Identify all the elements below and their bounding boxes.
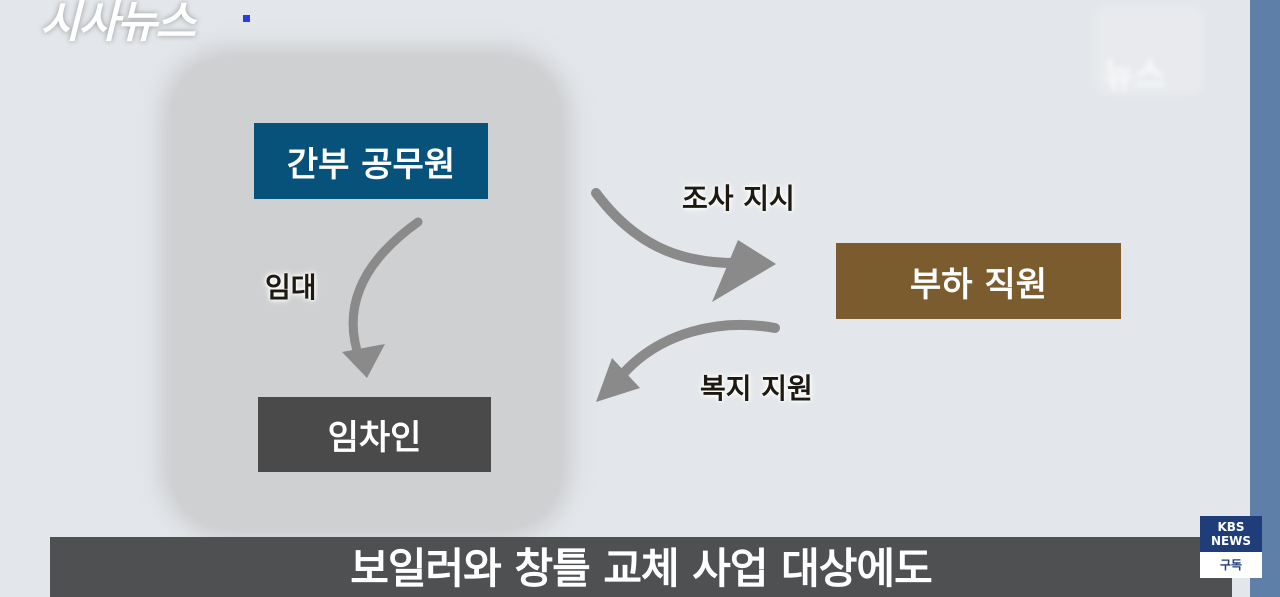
arrow-investigate-head [712, 240, 776, 302]
edge-label-lease: 임대 [265, 271, 317, 304]
arrow-lease-head [342, 344, 385, 378]
arrow-welfare-head [596, 358, 640, 402]
node-official: 간부 공무원 [254, 123, 488, 199]
edge-label-investigate: 조사 지시 [682, 182, 795, 215]
right-side-bar [1250, 0, 1280, 597]
watermark-text: 뉴스 [1103, 56, 1166, 96]
node-subordinate: 부하 직원 [836, 243, 1121, 319]
kbs-line1: KBS [1217, 520, 1245, 534]
kbs-logo: KBS NEWS [1200, 516, 1262, 552]
arrow-investigate [591, 188, 753, 269]
arrow-welfare [617, 319, 780, 380]
subscribe-label: 구독 [1219, 558, 1243, 572]
arrow-lease [348, 217, 423, 365]
kbs-subscribe-badge[interactable]: KBS NEWS 구독 [1200, 516, 1262, 578]
subtitle-bar [50, 537, 1232, 597]
channel-logo: 시사뉴스 [40, 0, 196, 48]
watermark-logo: 뉴스 [1093, 4, 1205, 96]
kbs-line2: NEWS [1210, 534, 1252, 548]
subtitle-text: 보일러와 창틀 교체 사업 대상에도 [350, 544, 932, 593]
node-tenant: 임차인 [258, 397, 491, 472]
edge-label-welfare: 복지 지원 [700, 372, 813, 405]
logo-dot [243, 15, 250, 22]
